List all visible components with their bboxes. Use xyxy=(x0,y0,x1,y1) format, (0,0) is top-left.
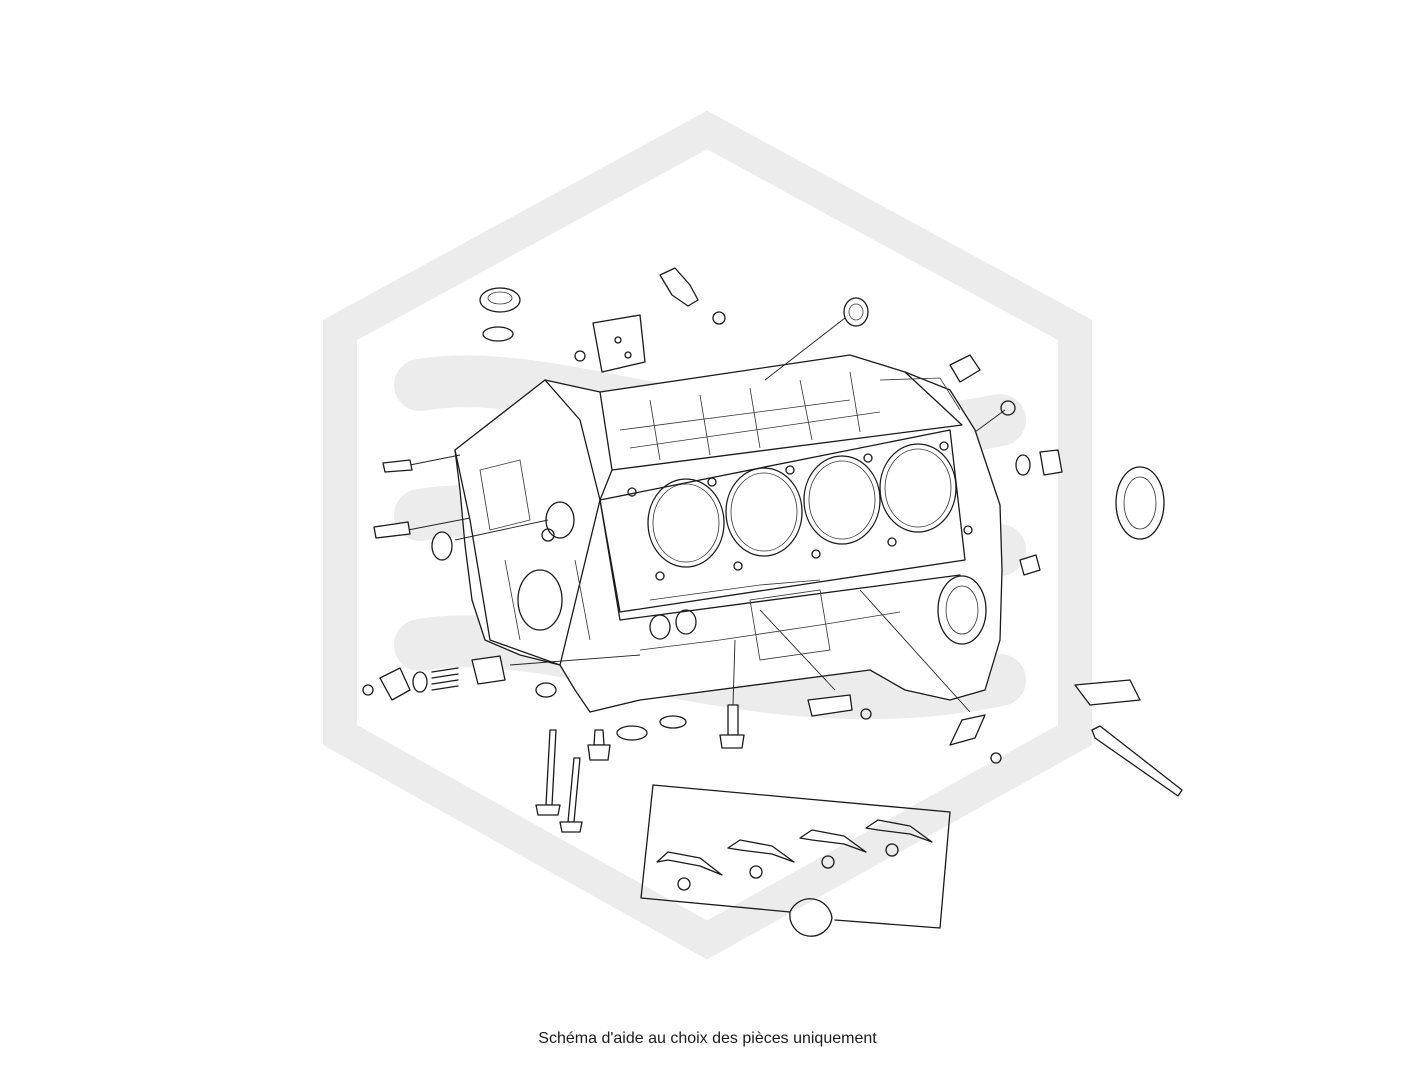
oil-pump-assembly[interactable] xyxy=(362,655,557,701)
cable-tie[interactable] xyxy=(1091,725,1183,797)
cap-plug-top-left[interactable] xyxy=(479,287,521,342)
o-rings-bottom[interactable] xyxy=(616,715,687,741)
rear-main-seal[interactable] xyxy=(1115,466,1165,540)
bracket-bottom[interactable] xyxy=(807,694,872,720)
sensor-top[interactable] xyxy=(659,267,726,325)
inset-detail-box[interactable] xyxy=(640,784,951,937)
stud-left-2[interactable] xyxy=(373,521,411,539)
sleeve-top[interactable] xyxy=(843,297,869,327)
leader-lines xyxy=(407,317,1006,713)
diagram-caption: Schéma d'aide au choix des pièces unique… xyxy=(538,1030,877,1047)
stud-left-1[interactable] xyxy=(382,459,413,473)
piston-cooling-jets xyxy=(656,819,933,891)
engine-block[interactable] xyxy=(454,354,1003,713)
clip-right[interactable] xyxy=(1074,679,1141,706)
dowel-right[interactable] xyxy=(1019,554,1041,576)
bushing-left[interactable] xyxy=(431,531,453,561)
head-bolts[interactable] xyxy=(535,704,745,833)
plug-ring-right[interactable] xyxy=(1015,449,1063,476)
connector-top-right[interactable] xyxy=(949,354,1016,416)
cover-plate[interactable] xyxy=(574,314,646,373)
plate-bottom-right[interactable] xyxy=(949,714,1002,764)
